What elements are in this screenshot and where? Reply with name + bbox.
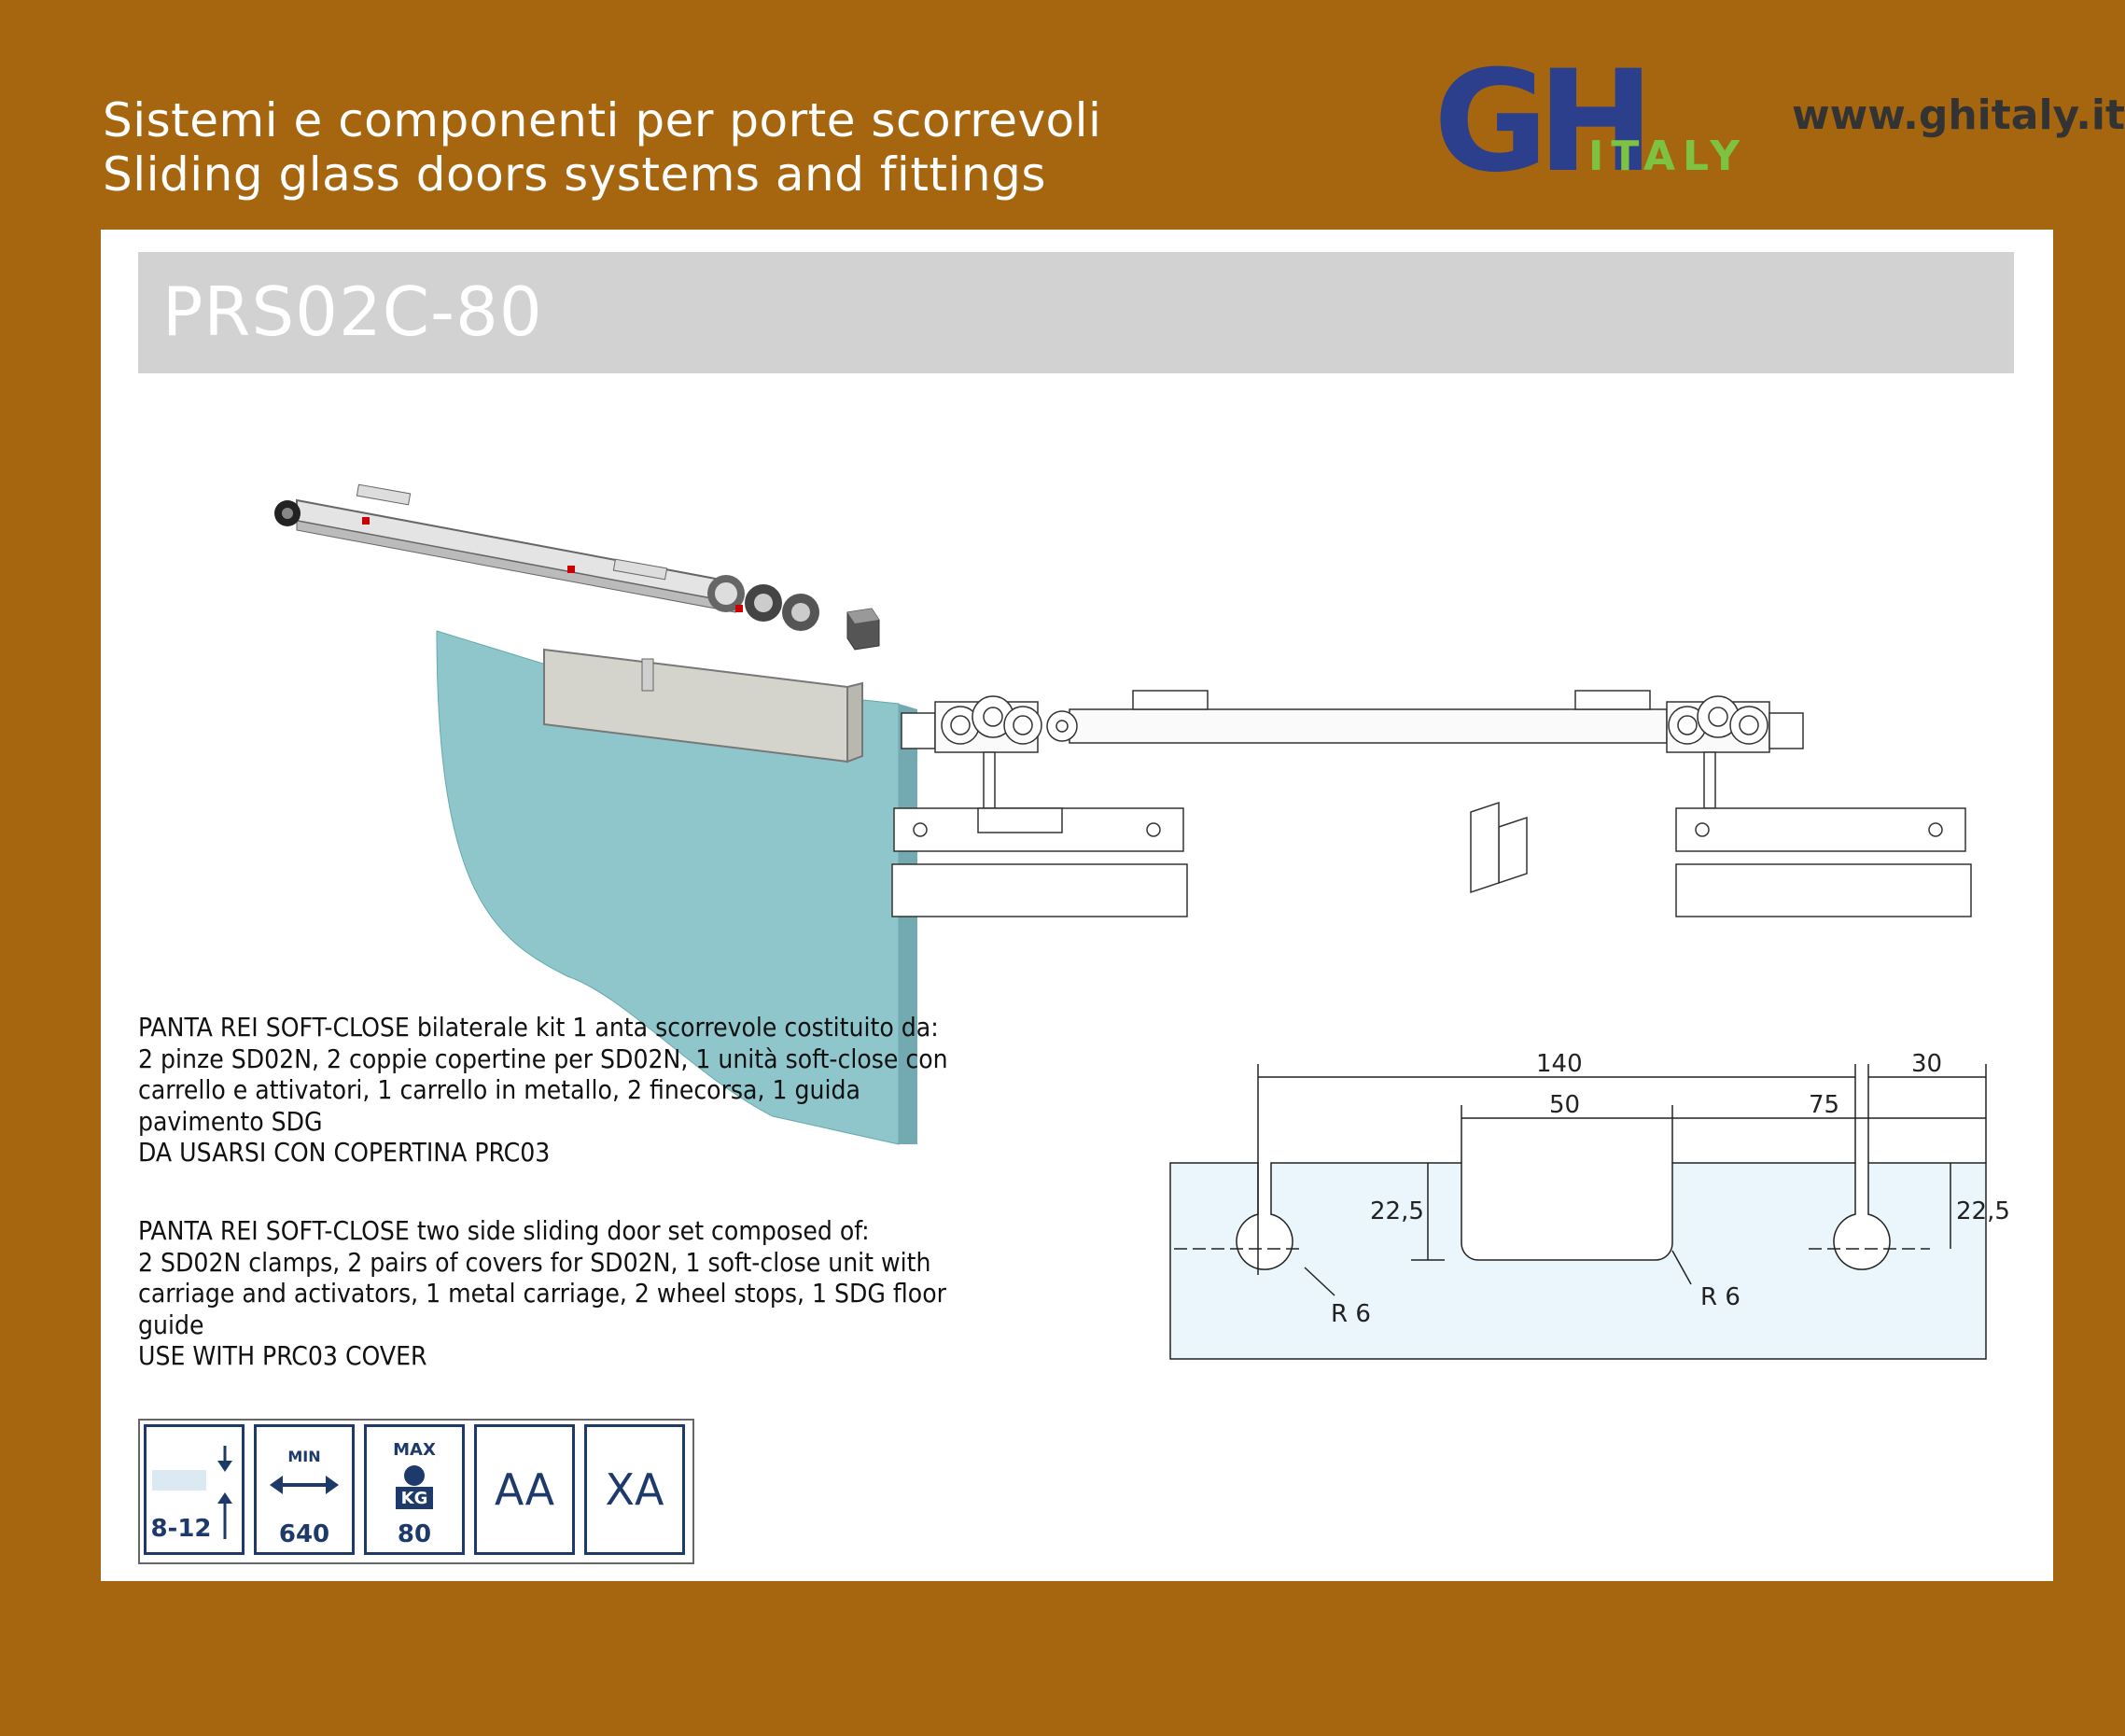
desc-en-line: 2 SD02N clamps, 2 pairs of covers for SD… bbox=[138, 1246, 931, 1278]
description-italian: PANTA REI SOFT-CLOSE bilaterale kit 1 an… bbox=[138, 1012, 1034, 1169]
glass-pane bbox=[436, 630, 900, 1145]
header-tagline: Sistemi e componenti per porte scorrevol… bbox=[103, 93, 1101, 202]
dim-75: 75 bbox=[1809, 1091, 1839, 1119]
finish-aa-label: AA bbox=[494, 1464, 555, 1515]
min-width-icon: MIN 640 bbox=[254, 1424, 355, 1555]
title-bar: PRS02C-80 bbox=[138, 252, 2014, 373]
gh-italy-logo: GH ITALY bbox=[1433, 41, 1747, 203]
desc-it-line: pavimento SDG bbox=[138, 1105, 323, 1137]
kg-label: KG bbox=[400, 1489, 428, 1508]
desc-it-line: 2 pinze SD02N, 2 coppie copertine per SD… bbox=[138, 1043, 948, 1074]
min-width-value: 640 bbox=[278, 1520, 330, 1548]
logo-italy-word: ITALY bbox=[1588, 133, 1747, 180]
desc-en-line: guide bbox=[138, 1309, 204, 1340]
glass-thickness-value: 8-12 bbox=[150, 1515, 212, 1543]
spec-icons: 8-12 MIN 640 MAX KG 80 AA XA bbox=[138, 1419, 694, 1564]
website-link[interactable]: www.ghitaly.it bbox=[1792, 91, 2125, 139]
description-english: PANTA REI SOFT-CLOSE two side sliding do… bbox=[138, 1215, 1034, 1372]
carriage-rail bbox=[296, 498, 736, 605]
dim-30: 30 bbox=[1911, 1050, 1942, 1078]
min-label: MIN bbox=[287, 1448, 321, 1465]
dim-140: 140 bbox=[1536, 1050, 1583, 1078]
dim-radius-left: R 6 bbox=[1331, 1300, 1371, 1328]
glass-thickness-icon: 8-12 bbox=[144, 1424, 245, 1555]
desc-en-line: carriage and activators, 1 metal carriag… bbox=[138, 1278, 946, 1309]
dim-height-left: 22,5 bbox=[1370, 1197, 1424, 1225]
max-weight-value: 80 bbox=[397, 1520, 432, 1548]
finish-aa-icon: AA bbox=[474, 1424, 575, 1555]
product-code: PRS02C-80 bbox=[162, 273, 543, 351]
desc-it-line: DA USARSI CON COPERTINA PRC03 bbox=[138, 1137, 551, 1168]
elevation-drawing bbox=[891, 690, 1972, 917]
desc-en-line: USE WITH PRC03 COVER bbox=[138, 1340, 427, 1371]
finish-xa-icon: XA bbox=[584, 1424, 685, 1555]
finish-xa-label: XA bbox=[605, 1464, 664, 1515]
glass-cutout-drawing: 140 30 50 75 22,5 22,5 R 6 R 6 bbox=[1169, 1050, 2010, 1360]
max-label: MAX bbox=[393, 1440, 436, 1460]
dim-height-right: 22,5 bbox=[1956, 1197, 2010, 1225]
desc-it-line: PANTA REI SOFT-CLOSE bilaterale kit 1 an… bbox=[138, 1012, 939, 1043]
tagline-italian: Sistemi e componenti per porte scorrevol… bbox=[103, 93, 1102, 147]
dim-50: 50 bbox=[1549, 1091, 1580, 1119]
tagline-english: Sliding glass doors systems and fittings bbox=[103, 147, 1046, 202]
product-3d-illustration bbox=[274, 483, 917, 1145]
desc-it-line: carrello e attivatori, 1 carrello in met… bbox=[138, 1074, 860, 1105]
desc-en-line: PANTA REI SOFT-CLOSE two side sliding do… bbox=[138, 1215, 870, 1246]
product-sheet: PRS02C-80 bbox=[101, 230, 2053, 1581]
logo-gh-letters: GH bbox=[1433, 41, 1643, 203]
max-weight-icon: MAX KG 80 bbox=[364, 1424, 465, 1555]
dim-radius-right: R 6 bbox=[1700, 1283, 1741, 1311]
